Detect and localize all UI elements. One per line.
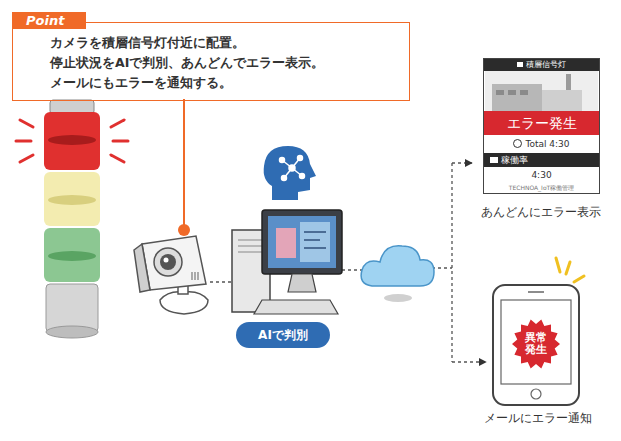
ai-pill: AIで判別 xyxy=(236,322,330,348)
ai-head-icon xyxy=(264,146,316,200)
leader-line xyxy=(183,99,185,226)
leader-dot xyxy=(178,224,190,236)
callout-text: 停止状況をAIで判別、あんどんでエラー表示。 xyxy=(12,53,410,73)
panel-header: 積層信号灯 xyxy=(484,59,599,71)
caption-andon: あんどんにエラー表示 xyxy=(481,205,601,220)
caption-mail: メールにエラー通知 xyxy=(484,411,592,426)
rate-value: 4:30 xyxy=(484,167,599,183)
computer xyxy=(232,210,342,314)
camera xyxy=(134,236,208,314)
alert-badge: 異常発生 xyxy=(512,318,560,370)
network-line xyxy=(210,163,486,362)
smartphone xyxy=(493,258,584,405)
error-band: エラー発生 xyxy=(484,111,599,135)
pill-text: AIで判別 xyxy=(242,322,324,348)
stack-light xyxy=(16,100,128,338)
callout-text: カメラを積層信号灯付近に配置。 xyxy=(12,33,410,53)
cloud xyxy=(361,246,434,302)
andon-panel: 積層信号灯エラー発生Total 4:30稼働率4:30TECHNOA_IoT稼働… xyxy=(483,58,600,194)
spacer xyxy=(12,29,410,33)
point-tab: Point xyxy=(12,12,86,29)
total-time: Total 4:30 xyxy=(484,135,599,153)
callout-text: メールにもエラーを通知する。 xyxy=(12,73,410,93)
andon-display xyxy=(483,58,600,200)
panel-footer: TECHNOA_IoT稼働管理 xyxy=(484,183,599,193)
rate-header: 稼働率 xyxy=(484,153,599,167)
badge-text: 異常発生 xyxy=(524,332,547,356)
callout-box: Point カメラを積層信号灯付近に配置。停止状況をAIで判別、あんどんでエラー表… xyxy=(12,10,410,101)
